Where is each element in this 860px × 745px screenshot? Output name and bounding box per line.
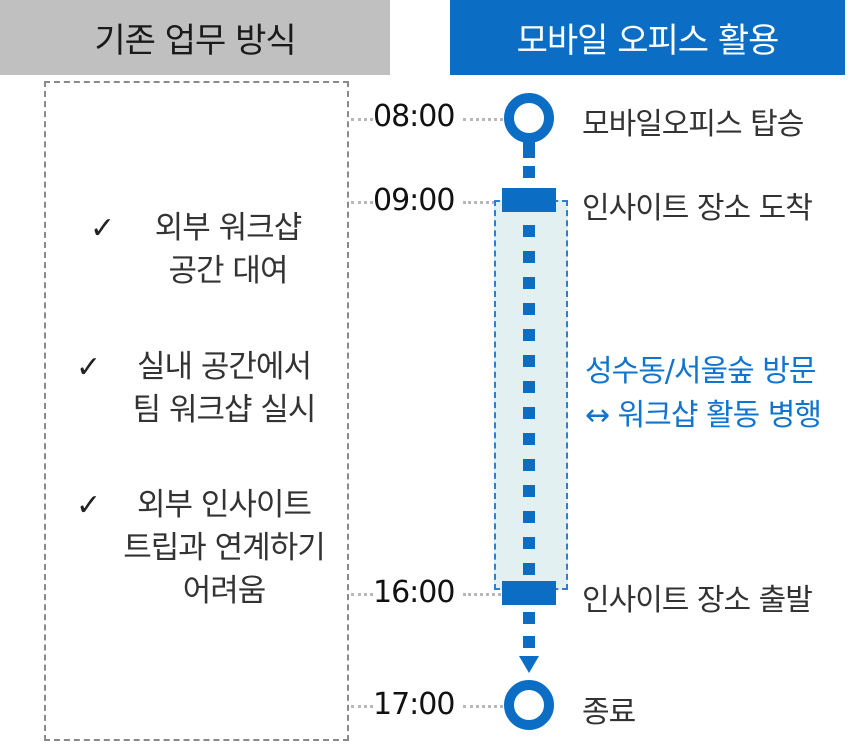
header-existing-method-label: 기존 업무 방식	[94, 21, 296, 61]
timeline-dash	[523, 329, 535, 341]
timeline-dash	[523, 381, 535, 393]
header-mobile-office: 모바일 오피스 활용	[450, 0, 845, 75]
event-depart: 인사이트 장소 출발	[582, 583, 813, 618]
event-arrive: 인사이트 장소 도착	[582, 191, 813, 226]
existing-item-2-line1: 실내 공간에서	[137, 349, 312, 385]
leader-line	[351, 201, 373, 204]
leader-line	[463, 705, 503, 708]
existing-item-1-line1: 외부 워크샵	[154, 210, 302, 246]
timeline-stem	[523, 140, 535, 158]
time-1700: 17:00	[373, 687, 455, 722]
activity-note-line2: ↔ 워크샵 활동 병행	[585, 398, 822, 433]
leader-line	[351, 705, 373, 708]
existing-item-3-line1: 외부 인사이트	[137, 487, 312, 523]
existing-item-3-line3: 어려움	[182, 573, 267, 609]
existing-item-1-line2: 공간 대여	[168, 253, 289, 289]
timeline-dash	[523, 537, 535, 549]
arrow-down-icon	[519, 656, 539, 673]
timeline-dash	[523, 563, 535, 575]
time-1600: 16:00	[373, 575, 455, 610]
time-0800: 08:00	[373, 99, 455, 134]
check-icon: ✓	[90, 211, 115, 246]
timeline-dash	[523, 355, 535, 367]
check-icon: ✓	[76, 350, 101, 385]
timeline-dash	[523, 225, 535, 237]
end-ring-icon	[504, 680, 554, 730]
timeline-dash	[523, 636, 535, 648]
leader-line	[463, 201, 501, 204]
timeline-dash	[523, 459, 535, 471]
activity-note: 성수동/서울숲 방문 ↔ 워크샵 활동 병행	[585, 350, 822, 438]
existing-item-3-line2: 트립과 연계하기	[123, 530, 326, 566]
header-mobile-office-label: 모바일 오피스 활용	[516, 21, 780, 61]
header-existing-method: 기존 업무 방식	[0, 0, 390, 75]
start-ring-icon	[504, 93, 554, 143]
timeline-dash	[523, 303, 535, 315]
leader-line	[463, 593, 501, 596]
timeline-dash	[523, 407, 535, 419]
event-board: 모바일오피스 탑승	[582, 107, 804, 142]
departure-bar-marker	[502, 581, 556, 605]
check-icon: ✓	[76, 488, 101, 523]
timeline-dash	[523, 511, 535, 523]
timeline-dash	[523, 485, 535, 497]
onsite-zone	[494, 200, 568, 590]
timeline-dash	[523, 166, 535, 178]
existing-method-box: ✓ 외부 워크샵 공간 대여 ✓ 실내 공간에서 팀 워크샵 실시 ✓ 외부 인…	[44, 81, 349, 741]
leader-line	[463, 118, 503, 121]
activity-note-line1: 성수동/서울숲 방문	[585, 354, 816, 389]
leader-line	[351, 118, 373, 121]
arrival-bar-marker	[502, 188, 556, 212]
timeline-dash	[523, 433, 535, 445]
timeline-dash	[523, 277, 535, 289]
event-end: 종료	[582, 695, 636, 730]
timeline-dash	[523, 612, 535, 624]
leader-line	[351, 593, 373, 596]
time-0900: 09:00	[373, 183, 455, 218]
timeline-dash	[523, 251, 535, 263]
existing-item-2-line2: 팀 워크샵 실시	[132, 392, 317, 428]
